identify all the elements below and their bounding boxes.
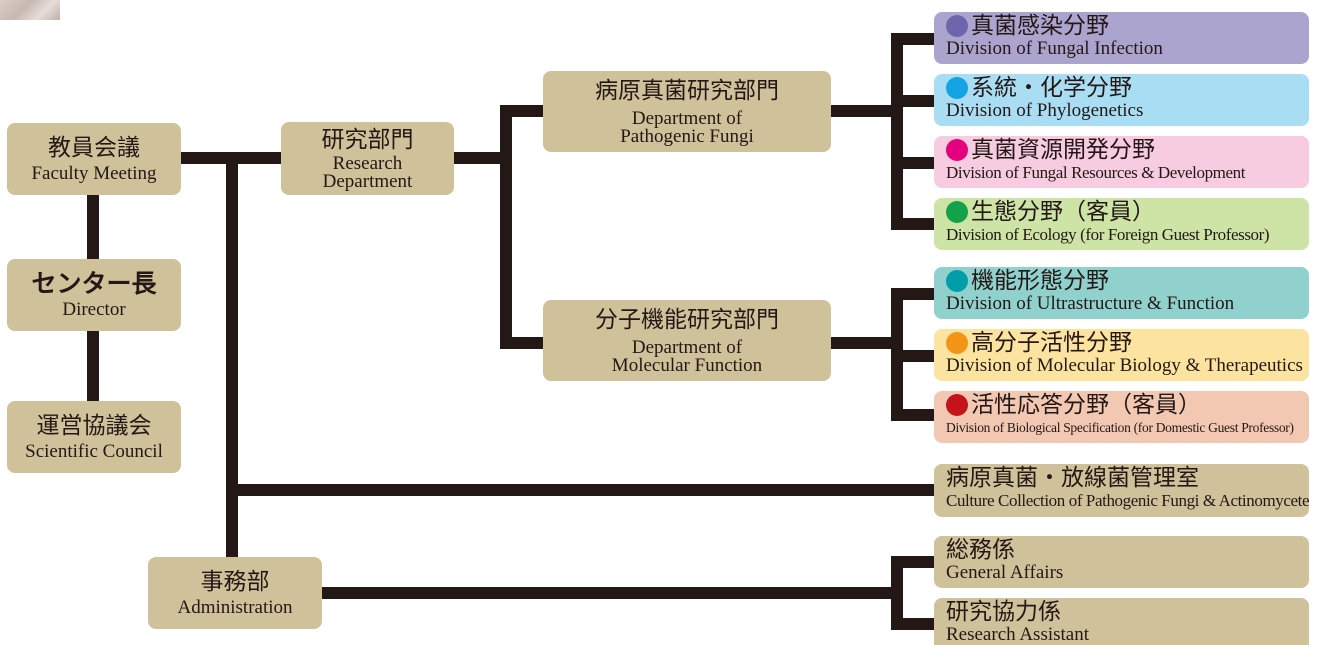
division-ultrastructure: 機能形態分野 Division of Ultrastructure & Func… — [934, 267, 1309, 319]
division-biological-specification: 活性応答分野（客員） Division of Biological Specif… — [934, 391, 1309, 443]
division-dot-icon — [946, 15, 968, 37]
admin-unit-research-assistant: 研究協力係 Research Assistant — [934, 598, 1309, 645]
admin-unit-jp: 研究協力係 — [946, 599, 1061, 625]
administration-jp: 事務部 — [200, 569, 270, 595]
division-jp: 高分子活性分野 — [971, 330, 1132, 356]
faculty-meeting-jp: 教員会議 — [48, 135, 140, 161]
division-molecular-biology: 高分子活性分野 Division of Molecular Biology & … — [934, 329, 1309, 381]
admin-unit-general-affairs: 総務係 General Affairs — [934, 536, 1309, 588]
corner-photo-fragment — [0, 0, 60, 20]
research-department-jp: 研究部門 — [321, 126, 414, 153]
research-department-box: 研究部門 Research Department — [281, 122, 454, 195]
division-en: Division of Ultrastructure & Function — [946, 293, 1235, 314]
division-fungal-infection: 真菌感染分野 Division of Fungal Infection — [934, 12, 1309, 64]
division-jp: 真菌感染分野 — [971, 13, 1109, 39]
division-dot-icon — [946, 394, 968, 416]
division-jp: 活性応答分野（客員） — [971, 392, 1201, 418]
division-en: Division of Fungal Infection — [946, 38, 1163, 59]
division-en: Division of Biological Specification (fo… — [946, 420, 1294, 435]
division-fungal-resources: 真菌資源開発分野 Division of Fungal Resources & … — [934, 136, 1309, 188]
division-dot-icon — [946, 139, 968, 161]
pathogenic-fungi-dept-box: 病原真菌研究部門 Department of Pathogenic Fungi — [543, 71, 831, 152]
molecular-function-dept-box: 分子機能研究部門 Department of Molecular Functio… — [543, 300, 831, 381]
division-jp: 真菌資源開発分野 — [971, 137, 1155, 163]
culture-collection-box: 病原真菌・放線菌管理室 Culture Collection of Pathog… — [934, 464, 1309, 517]
molecular-function-dept-jp: 分子機能研究部門 — [595, 306, 779, 333]
admin-unit-en: General Affairs — [946, 562, 1064, 583]
division-jp: 系統・化学分野 — [971, 75, 1132, 101]
director-jp: センター長 — [31, 269, 157, 298]
administration-box: 事務部 Administration — [148, 557, 322, 629]
division-dot-icon — [946, 270, 968, 292]
culture-collection-en: Culture Collection of Pathogenic Fungi &… — [946, 491, 1309, 510]
research-department-en: Research Department — [322, 152, 413, 192]
scientific-council-en: Scientific Council — [25, 441, 163, 462]
division-jp: 機能形態分野 — [971, 268, 1109, 294]
division-en: Division of Ecology (for Foreign Guest P… — [946, 225, 1270, 244]
division-en: Division of Fungal Resources & Developme… — [946, 163, 1246, 182]
division-ecology: 生態分野（客員） Division of Ecology (for Foreig… — [934, 198, 1309, 250]
division-en: Division of Molecular Biology & Therapeu… — [946, 355, 1303, 376]
molecular-function-dept-en: Department of Molecular Function — [611, 336, 763, 376]
pathogenic-fungi-dept-en: Department of Pathogenic Fungi — [620, 107, 754, 147]
division-phylogenetics: 系統・化学分野 Division of Phylogenetics — [934, 74, 1309, 126]
division-dot-icon — [946, 77, 968, 99]
admin-unit-jp: 総務係 — [946, 537, 1015, 563]
scientific-council-box: 運営協議会 Scientific Council — [7, 401, 181, 473]
culture-collection-jp: 病原真菌・放線菌管理室 — [946, 465, 1199, 491]
director-en: Director — [62, 299, 126, 320]
pathogenic-fungi-dept-jp: 病原真菌研究部門 — [595, 77, 779, 104]
admin-unit-en: Research Assistant — [946, 624, 1090, 645]
scientific-council-jp: 運営協議会 — [36, 413, 152, 439]
division-en: Division of Phylogenetics — [946, 100, 1144, 121]
director-box: センター長 Director — [7, 259, 181, 331]
faculty-meeting-en: Faculty Meeting — [31, 163, 157, 184]
division-jp: 生態分野（客員） — [971, 199, 1155, 225]
faculty-meeting-box: 教員会議 Faculty Meeting — [7, 123, 181, 195]
division-dot-icon — [946, 201, 968, 223]
administration-en: Administration — [177, 597, 293, 618]
division-dot-icon — [946, 332, 968, 354]
